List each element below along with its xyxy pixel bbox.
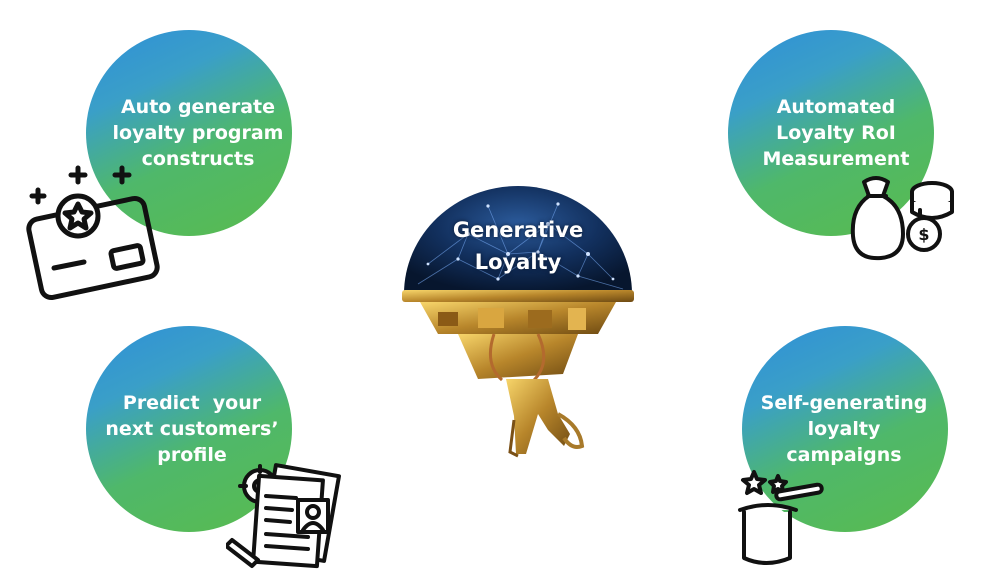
node-line: Measurement [762,148,910,170]
node-line: profile [157,444,227,466]
node-line: Automated [776,96,896,118]
node-label-roi-measurement: Automated Loyalty RoI Measurement [738,94,934,172]
node-line: Self-generating [760,392,928,414]
center-title-line: Loyalty [474,250,562,274]
node-line: Auto generate [120,96,276,118]
node-label-auto-generate: Auto generate loyalty program constructs [100,94,296,172]
node-line: campaigns [786,444,902,466]
node-label-self-generating: Self-generating loyalty campaigns [746,390,942,468]
money-bag-coins-icon: $ [850,176,954,261]
node-line: Predict your [122,392,262,414]
node-line: Loyalty RoI [776,122,896,144]
loyalty-card-icon [26,165,160,301]
generative-loyalty-dome-image [402,186,634,458]
profile-document-icon [226,463,341,569]
node-label-predict-profile: Predict your next customers’ profile [94,390,290,468]
node-circle-roi-measurement [728,30,934,236]
center-title-line: Generative [452,218,584,242]
center-title: Generative Loyalty [418,214,618,278]
node-line: loyalty program [112,122,284,144]
node-line: constructs [141,148,255,170]
node-line: next customers’ [105,418,279,440]
magic-hat-icon [738,470,824,565]
node-line: loyalty [807,418,881,440]
svg-text:$: $ [918,225,929,244]
